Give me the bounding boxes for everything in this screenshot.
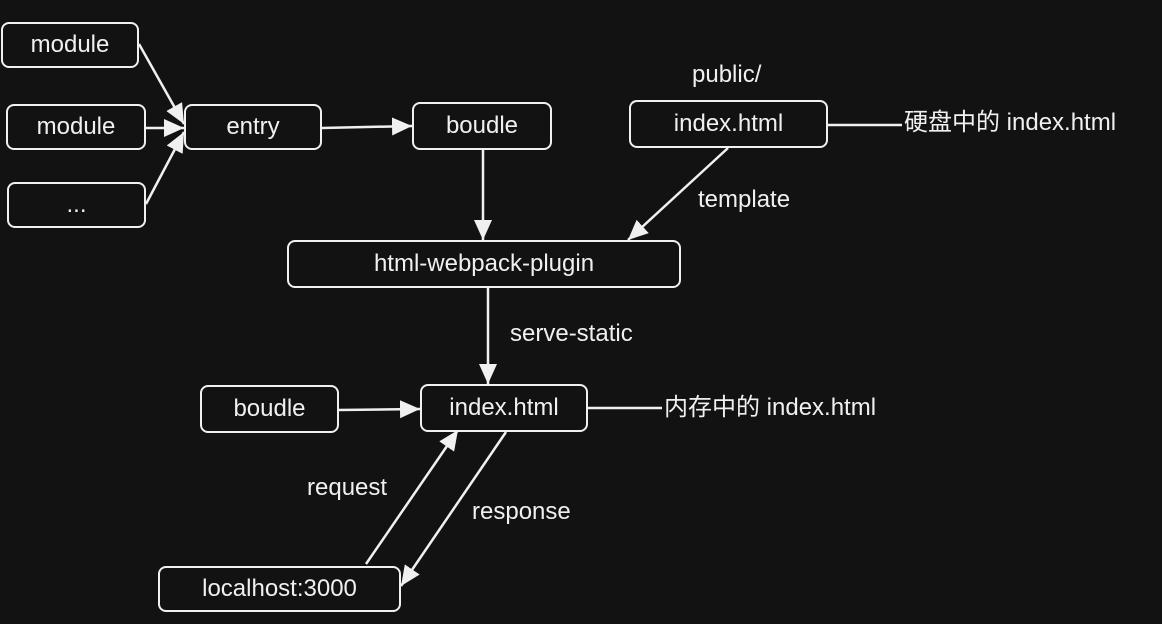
module-node-2: module xyxy=(6,104,146,150)
request-label: request xyxy=(307,474,388,501)
localhost-node: localhost:3000 xyxy=(158,566,401,612)
edge-request xyxy=(364,429,460,565)
edge-entry-bundle xyxy=(321,117,413,136)
public-index-html-node: index.html xyxy=(629,100,828,148)
edge-response xyxy=(399,431,508,587)
html-webpack-plugin-node: html-webpack-plugin xyxy=(287,240,681,288)
bundle-node-bottom: boudle xyxy=(200,385,339,433)
disk-index-label: 硬盘中的 index.html xyxy=(904,109,1117,136)
bundle-node-top: boudle xyxy=(412,102,552,150)
serve-static-label: serve-static xyxy=(510,320,633,347)
edge-module1-entry xyxy=(137,43,186,125)
response-label: response xyxy=(472,498,571,525)
edge-bundle-memory-index xyxy=(338,400,421,419)
memory-index-label: 内存中的 index.html xyxy=(664,394,877,421)
memory-index-html-node: index.html xyxy=(420,384,588,432)
template-label: template xyxy=(698,186,791,213)
edge-public-index-plugin xyxy=(627,147,729,241)
public-dir-label: public/ xyxy=(692,61,762,88)
entry-node: entry xyxy=(184,104,322,150)
module-node-1: module xyxy=(1,22,139,68)
edge-ellipsis-entry xyxy=(144,131,186,205)
ellipsis-node: ... xyxy=(7,182,146,228)
